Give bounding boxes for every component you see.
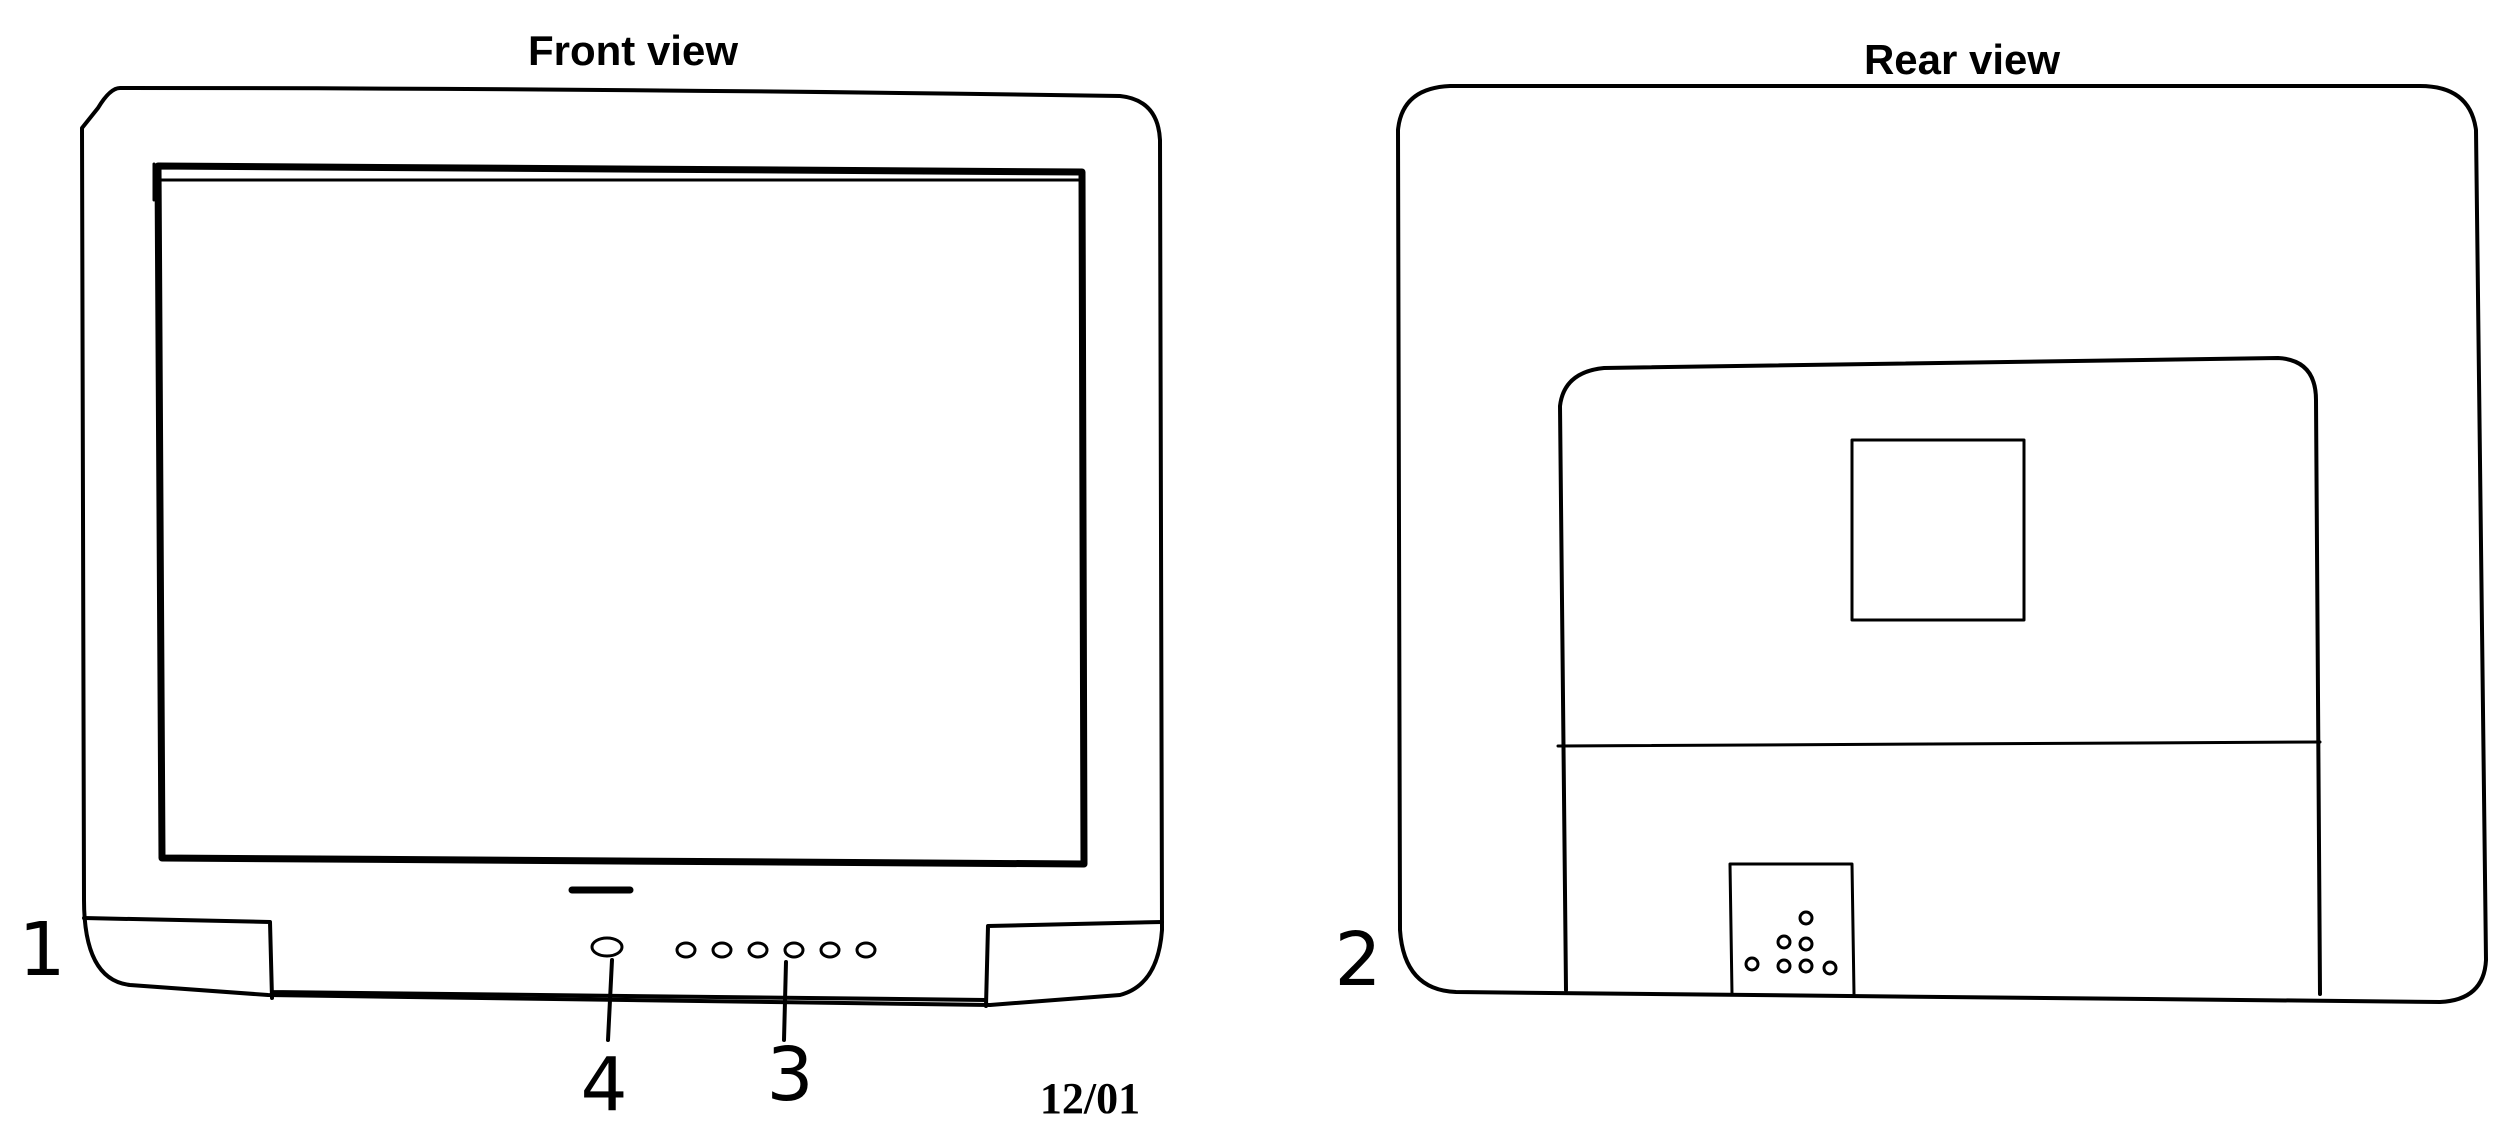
callout-4: 4 <box>580 1042 627 1122</box>
date-code: 12/01 <box>1040 1074 1140 1122</box>
callout-3: 3 <box>766 1032 813 1118</box>
control-button[interactable] <box>819 941 841 959</box>
rear-label-plate <box>1850 438 2026 622</box>
rear-view-title: Rear view <box>1864 36 2060 83</box>
rear-housing <box>1558 356 2322 996</box>
front-view-title: Front view <box>528 27 738 74</box>
leader-line-3 <box>782 960 788 1042</box>
av-jack[interactable] <box>1798 910 1814 926</box>
front-view: Front view 1 4 3 <box>18 27 1164 1122</box>
leader-line-4 <box>606 958 614 1042</box>
power-button[interactable] <box>590 936 624 958</box>
front-bottom-panel <box>82 916 1164 1008</box>
av-jack[interactable] <box>1798 958 1814 974</box>
rear-view: Rear view 2 <box>1334 36 2488 1004</box>
callout-1: 1 <box>18 907 65 993</box>
rear-terminal-jacks <box>1744 910 1838 976</box>
control-button[interactable] <box>747 941 769 959</box>
rear-seam <box>1556 740 2322 748</box>
control-button[interactable] <box>711 941 733 959</box>
front-cabinet-outline <box>80 86 1164 1007</box>
control-button[interactable] <box>855 941 877 959</box>
front-screen-top-bevel <box>152 162 1084 202</box>
av-jack[interactable] <box>1798 936 1814 952</box>
control-button[interactable] <box>675 941 697 959</box>
control-button-row <box>675 941 877 959</box>
front-screen <box>154 162 1088 868</box>
rear-terminal-panel <box>1728 862 1856 996</box>
av-jack[interactable] <box>1744 956 1760 972</box>
av-jack[interactable] <box>1776 934 1792 950</box>
av-jack[interactable] <box>1776 958 1792 974</box>
rear-cabinet-outline <box>1396 84 2488 1004</box>
callout-2: 2 <box>1334 917 1381 1003</box>
control-button[interactable] <box>783 941 805 959</box>
av-jack[interactable] <box>1822 960 1838 976</box>
